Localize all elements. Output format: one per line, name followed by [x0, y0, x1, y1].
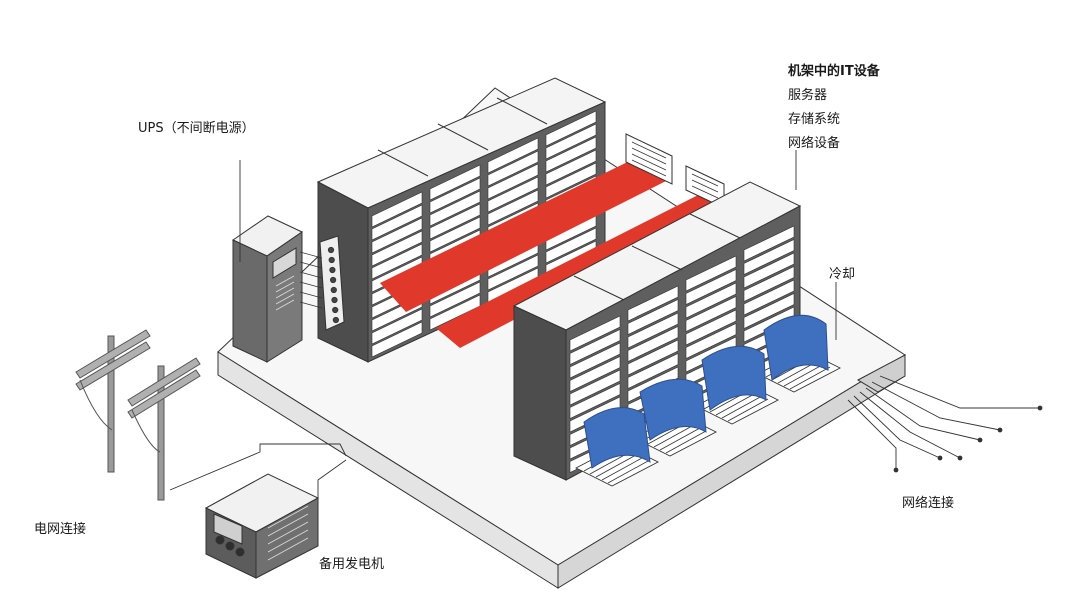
generator-label: 备用发电机 [319, 557, 385, 572]
server-unit [743, 293, 795, 329]
server-unit [545, 149, 597, 186]
grille-slat [653, 424, 695, 448]
grille-slat [665, 430, 707, 454]
it-equipment-group: 机架中的IT设备 服务器 存储系统 网络设备 [788, 60, 880, 156]
ups-cabinet [231, 215, 304, 363]
backup-generator [204, 473, 320, 579]
pdu-outlet [332, 306, 339, 314]
server-unit [569, 342, 621, 379]
server-unit [487, 189, 539, 226]
grille-slat [789, 366, 831, 390]
grid-connection-label: 电网连接 [34, 522, 87, 537]
server-unit [487, 176, 539, 213]
server-unit [371, 204, 423, 241]
server-unit [627, 312, 679, 349]
pdu-outlet [329, 266, 336, 274]
grille-slat [607, 460, 649, 484]
hot-aisle [380, 152, 728, 348]
server-unit [429, 190, 481, 227]
it-equipment-title: 机架中的IT设备 [788, 64, 880, 79]
server-unit [569, 356, 621, 392]
server-unit [545, 110, 597, 147]
server-unit [371, 243, 423, 280]
server-unit [743, 279, 795, 316]
grille-slat [721, 395, 763, 419]
server-unit [487, 137, 539, 174]
server-unit [429, 164, 481, 201]
it-item-servers: 服务器 [788, 88, 828, 103]
server-unit [371, 191, 423, 228]
utility-poles [75, 329, 201, 501]
server-unit [685, 282, 737, 319]
server-unit [743, 225, 795, 262]
server-unit [545, 162, 597, 199]
server-unit [685, 323, 737, 359]
server-unit [429, 216, 481, 253]
network-connection-label: 网络连接 [902, 496, 955, 511]
pdu-panel [299, 235, 345, 331]
server-unit [487, 254, 539, 291]
cooling-label: 冷却 [829, 267, 856, 282]
server-unit [429, 281, 481, 318]
server-unit [487, 163, 539, 200]
server-unit [371, 321, 423, 358]
server-unit [685, 269, 737, 305]
wiring [169, 150, 1040, 498]
server-unit [569, 329, 621, 365]
pdu-outlet [330, 276, 337, 284]
ups-label: UPS（不间断电源） [138, 121, 255, 136]
server-unit [627, 353, 679, 389]
pdu-outlet [327, 246, 335, 254]
server-unit [487, 150, 539, 187]
pdu-outlet [332, 316, 339, 324]
grille-slat [727, 398, 769, 422]
server-unit [545, 227, 597, 264]
server-unit [627, 339, 679, 376]
server-unit [545, 136, 597, 173]
server-unit [627, 326, 679, 362]
server-unit [429, 177, 481, 214]
server-unit [429, 203, 481, 240]
network-cable-ends [893, 405, 1043, 473]
server-unit [743, 266, 795, 302]
pdu-outlet [330, 286, 337, 294]
it-item-storage: 存储系统 [788, 112, 841, 127]
server-unit [627, 299, 679, 335]
it-item-network: 网络设备 [788, 136, 841, 151]
server-unit [371, 217, 423, 254]
grille-slat [601, 457, 643, 481]
server-unit [685, 255, 737, 292]
grille-slat [659, 427, 701, 451]
server-unit [685, 309, 737, 346]
server-unit [743, 252, 795, 289]
server-unit [685, 296, 737, 332]
pdu-outlet [331, 296, 338, 304]
server-unit [371, 308, 423, 345]
grille-slat [595, 454, 637, 478]
server-unit [569, 315, 621, 352]
server-unit [627, 285, 679, 322]
cooling-ducts [583, 314, 829, 469]
server-unit [545, 123, 597, 160]
server-unit [569, 383, 621, 419]
pdu-outlet [328, 256, 335, 264]
server-unit [371, 230, 423, 267]
grille-slat [715, 392, 757, 416]
server-unit [569, 369, 621, 406]
grille-slat [783, 363, 825, 387]
server-unit [743, 239, 795, 275]
